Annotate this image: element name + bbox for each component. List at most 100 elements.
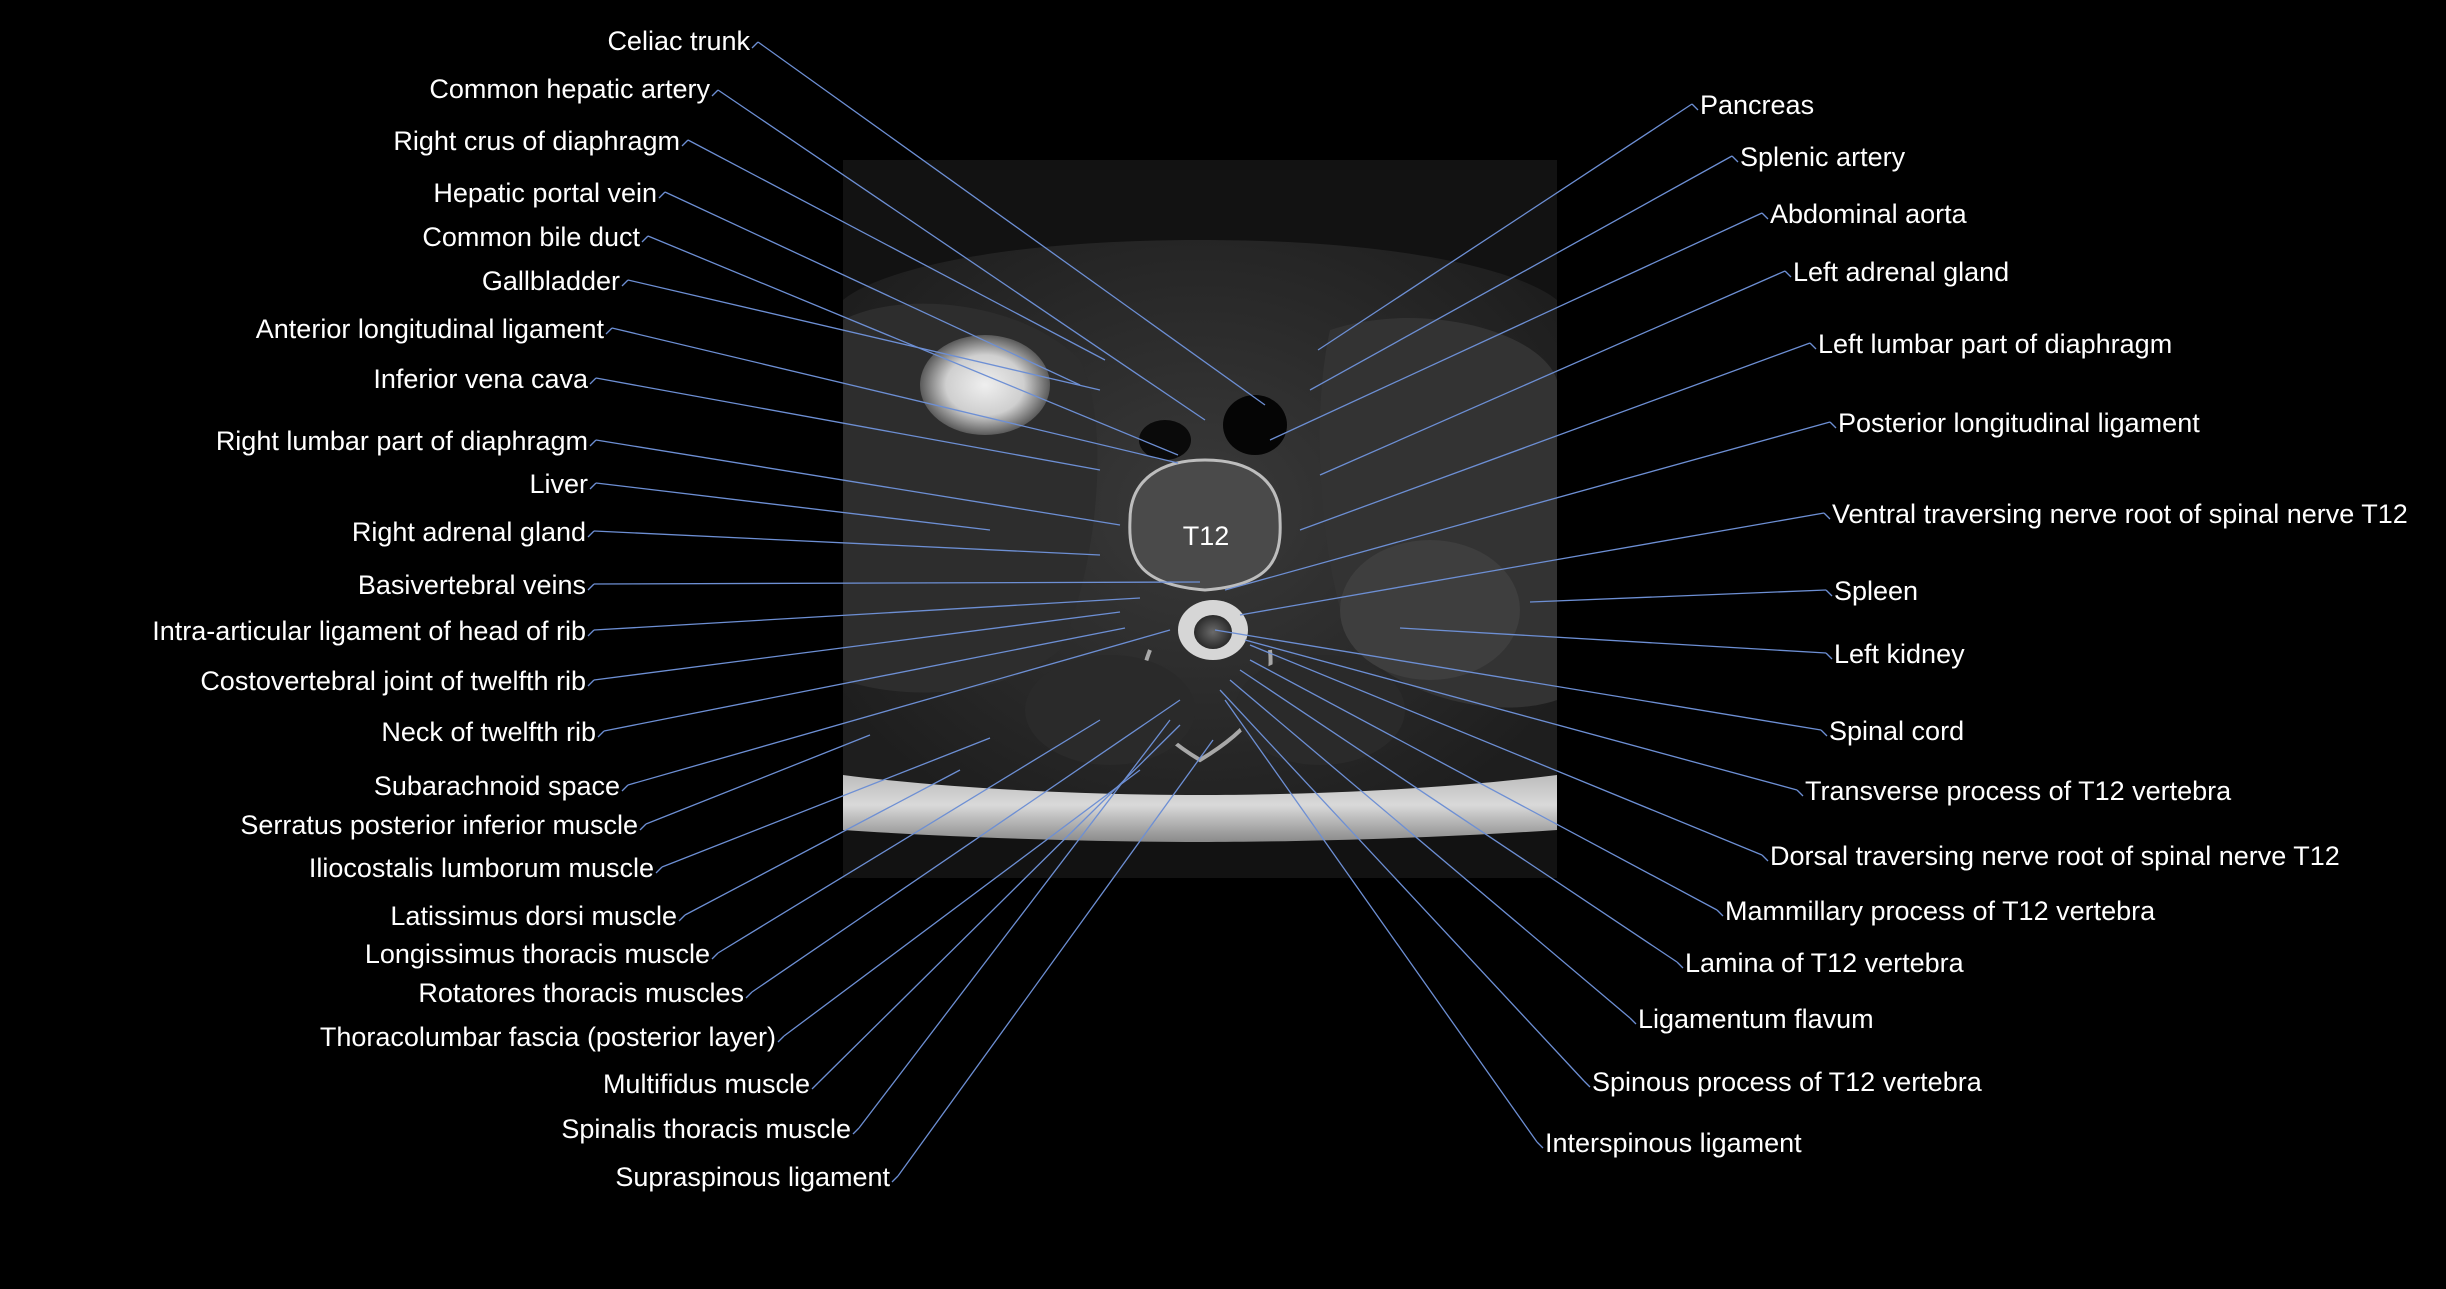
leader-tick-ligamentum-flavum <box>1629 1017 1637 1025</box>
spinal-cord-region <box>1194 615 1232 649</box>
label-right-lumbar-part-of-diaphragm: Right lumbar part of diaphragm <box>216 426 588 456</box>
leader-line-neck-of-twelfth-rib <box>603 627 1126 732</box>
leader-tick-gallbladder <box>621 279 629 287</box>
leader-tick-inferior-vena-cava <box>589 377 597 385</box>
leader-tick-costovertebral-joint <box>587 679 595 687</box>
label-posterior-longitudinal-ligament: Posterior longitudinal ligament <box>1838 408 2200 438</box>
leader-tick-spleen <box>1825 589 1833 597</box>
leader-line-common-hepatic-artery <box>717 89 1206 421</box>
leader-tick-anterior-longitudinal-ligament <box>605 327 613 335</box>
leader-tick-spinous-process <box>1583 1080 1591 1088</box>
leader-tick-lamina <box>1676 961 1684 969</box>
leader-line-rotatores-thoracis <box>751 699 1181 993</box>
leader-tick-supraspinous-ligament <box>891 1175 899 1183</box>
label-transverse-process: Transverse process of T12 vertebra <box>1805 776 2232 806</box>
leader-line-celiac-trunk <box>757 41 1266 406</box>
leader-line-thoracolumbar-fascia <box>783 769 1141 1037</box>
leader-line-inferior-vena-cava <box>595 377 1101 471</box>
leader-tick-mammillary-process <box>1716 909 1724 917</box>
leader-tick-neck-of-twelfth-rib <box>597 730 605 738</box>
leader-line-liver <box>595 482 991 531</box>
label-celiac-trunk: Celiac trunk <box>607 26 750 56</box>
leader-line-dorsal-nerve-root <box>1249 644 1763 856</box>
paraspinal-left <box>1025 655 1195 765</box>
label-splenic-artery: Splenic artery <box>1740 142 1906 172</box>
leader-line-right-lumbar-part-of-diaphragm <box>595 439 1121 526</box>
label-spleen: Spleen <box>1834 576 1918 606</box>
label-common-bile-duct: Common bile duct <box>422 222 640 252</box>
mri-axial-slice: T12 <box>843 160 1557 878</box>
gallbladder-region <box>920 335 1050 435</box>
label-iliocostalis-lumborum: Iliocostalis lumborum muscle <box>309 853 654 883</box>
leader-line-spinal-cord <box>1214 629 1822 731</box>
leader-line-ventral-nerve-root <box>1239 512 1825 616</box>
label-spinal-cord: Spinal cord <box>1829 716 1964 746</box>
leader-tick-thoracolumbar-fascia <box>777 1035 785 1043</box>
leader-line-longissimus-thoracis <box>717 719 1101 954</box>
label-left-kidney: Left kidney <box>1834 639 1965 669</box>
leader-line-splenic-artery <box>1309 155 1733 391</box>
leader-tick-right-adrenal-gland <box>587 530 595 538</box>
leader-line-gallbladder <box>627 279 1101 391</box>
leader-line-left-kidney <box>1399 627 1827 654</box>
label-dorsal-nerve-root: Dorsal traversing nerve root of spinal n… <box>1770 841 2340 871</box>
leader-line-mammillary-process <box>1249 659 1718 911</box>
leader-tick-ventral-nerve-root <box>1823 512 1831 520</box>
leader-line-iliocostalis-lumborum <box>661 737 991 868</box>
leader-line-basivertebral-veins <box>593 581 1201 585</box>
leader-tick-splenic-artery <box>1731 155 1739 163</box>
label-serratus-posterior-inferior: Serratus posterior inferior muscle <box>240 810 638 840</box>
leader-line-interspinous-ligament <box>1224 699 1538 1143</box>
leader-line-costovertebral-joint <box>593 611 1121 681</box>
leader-line-pancreas <box>1317 103 1693 351</box>
label-inferior-vena-cava: Inferior vena cava <box>373 364 589 394</box>
leader-line-serratus-posterior-inferior <box>645 734 871 825</box>
leader-line-anterior-longitudinal-ligament <box>611 327 1179 464</box>
leader-tick-left-adrenal-gland <box>1784 270 1792 278</box>
leader-tick-right-crus-of-diaphragm <box>681 139 689 147</box>
leader-line-transverse-process <box>1244 639 1798 791</box>
leader-tick-common-bile-duct <box>641 235 649 243</box>
label-ventral-nerve-root: Ventral traversing nerve root of spinal … <box>1832 499 2408 529</box>
label-spinalis-thoracis: Spinalis thoracis muscle <box>561 1114 851 1144</box>
paraspinal-right <box>1235 655 1405 765</box>
label-liver: Liver <box>529 469 588 499</box>
leader-tick-longissimus-thoracis <box>711 952 719 960</box>
leader-line-spinous-process <box>1219 689 1585 1082</box>
leader-tick-interspinous-ligament <box>1536 1141 1544 1149</box>
leader-line-multifidus <box>817 724 1181 1084</box>
vertebra-label: T12 <box>1183 521 1230 551</box>
leader-tick-spinalis-thoracis <box>852 1127 860 1135</box>
leader-tick-left-kidney <box>1825 652 1833 660</box>
leader-tick-iliocostalis-lumborum <box>655 866 663 874</box>
label-anterior-longitudinal-ligament: Anterior longitudinal ligament <box>256 314 605 344</box>
label-lamina: Lamina of T12 vertebra <box>1685 948 1965 978</box>
label-thoracolumbar-fascia: Thoracolumbar fascia (posterior layer) <box>320 1022 776 1052</box>
leader-tick-left-lumbar-part-of-diaphragm <box>1809 342 1817 350</box>
label-mammillary-process: Mammillary process of T12 vertebra <box>1725 896 2156 926</box>
label-neck-of-twelfth-rib: Neck of twelfth rib <box>381 717 596 747</box>
leader-tick-common-hepatic-artery <box>711 89 719 97</box>
leader-tick-basivertebral-veins <box>587 583 595 591</box>
label-left-adrenal-gland: Left adrenal gland <box>1793 257 2009 287</box>
label-multifidus: Multifidus muscle <box>603 1069 810 1099</box>
label-abdominal-aorta: Abdominal aorta <box>1770 199 1968 229</box>
label-intra-articular-ligament: Intra-articular ligament of head of rib <box>152 616 586 646</box>
label-interspinous-ligament: Interspinous ligament <box>1545 1128 1802 1158</box>
leader-line-common-bile-duct <box>647 235 1179 456</box>
leader-tick-pancreas <box>1691 103 1699 111</box>
leader-line-left-adrenal-gland <box>1319 270 1786 476</box>
label-longissimus-thoracis: Longissimus thoracis muscle <box>365 939 710 969</box>
label-left-lumbar-part-of-diaphragm: Left lumbar part of diaphragm <box>1818 329 2172 359</box>
leader-tick-dorsal-nerve-root <box>1761 854 1769 862</box>
leader-line-abdominal-aorta <box>1269 212 1763 441</box>
leader-line-hepatic-portal-vein <box>664 191 1081 386</box>
leader-line-right-crus-of-diaphragm <box>687 139 1106 361</box>
label-spinous-process: Spinous process of T12 vertebra <box>1592 1067 1983 1097</box>
leader-line-ligamentum-flavum <box>1229 679 1631 1019</box>
leader-tick-posterior-longitudinal-ligament <box>1829 421 1837 429</box>
label-rotatores-thoracis: Rotatores thoracis muscles <box>418 978 744 1008</box>
leader-line-lamina <box>1239 669 1678 963</box>
